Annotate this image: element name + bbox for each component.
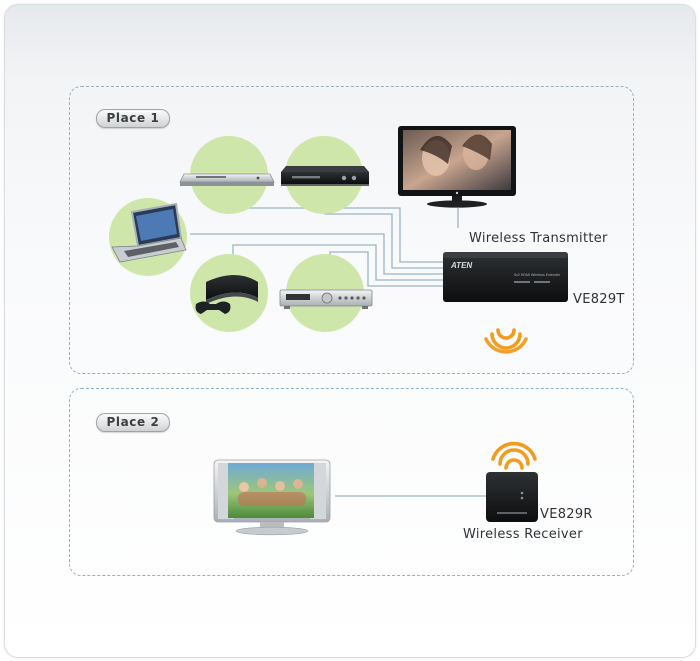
monitor-speakers-icon [213,459,331,536]
cable-laptop [190,233,443,275]
receiver-model-label: VE829R [540,507,593,522]
av-receiver-icon [279,289,373,309]
wireless-transmitter-label: Wireless Transmitter [469,231,608,246]
transmitter-device-icon: ATEN 5x2 HDMI Wireless Extender [443,252,568,302]
transmitter-model-label: VE829T [573,292,625,307]
wireless-signal-icon [484,328,528,354]
place-2-tab: Place 2 [96,413,170,432]
cable-game-console [232,244,443,281]
wireless-receiver-label: Wireless Receiver [463,527,583,542]
receiver-device-icon [486,472,538,522]
transmitter-panel-text: 5x2 HDMI Wireless Extender [514,273,561,277]
disc-player-icon [179,173,275,186]
transmitter-brand-text: ATEN [450,261,472,270]
place-1-zone [69,86,634,374]
place-1-tab: Place 1 [96,109,170,128]
place-2-zone [69,388,634,576]
flat-tv-icon [398,126,516,208]
game-console-icon [195,275,258,314]
dvd-player-icon [281,166,369,186]
laptop-icon [111,202,187,263]
wireless-signal-icon [491,441,537,470]
